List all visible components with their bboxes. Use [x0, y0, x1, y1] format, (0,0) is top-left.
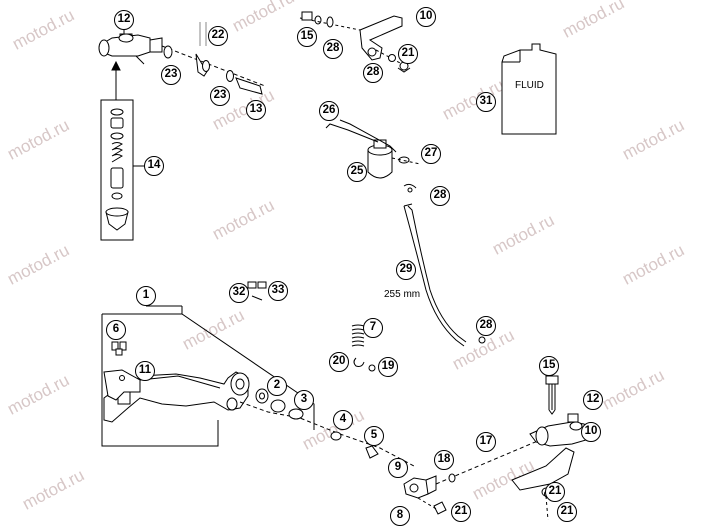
callout-27[interactable]: 27	[421, 144, 441, 164]
callout-6[interactable]: 6	[106, 320, 126, 340]
callout-8[interactable]: 8	[390, 506, 410, 526]
callout-15-top[interactable]: 15	[297, 27, 317, 47]
fluid-bottle	[501, 43, 557, 135]
callout-13[interactable]: 13	[246, 100, 266, 120]
callout-2[interactable]: 2	[267, 376, 287, 396]
callout-12-top[interactable]: 12	[114, 10, 134, 30]
brake-hose	[407, 205, 467, 343]
callout-29[interactable]: 29	[396, 260, 416, 280]
bolt-top	[301, 11, 334, 28]
small-bolts	[111, 341, 127, 356]
axis-line	[161, 45, 266, 87]
callout-4[interactable]: 4	[333, 410, 353, 430]
callout-18[interactable]: 18	[434, 450, 454, 470]
callout-33[interactable]: 33	[268, 281, 288, 301]
callout-20[interactable]: 20	[329, 352, 349, 372]
rebuild-kit-parts	[105, 108, 129, 231]
callout-10-top[interactable]: 10	[416, 7, 436, 27]
callout-21-bottom[interactable]: 21	[451, 502, 471, 522]
callout-15-lower[interactable]: 15	[539, 356, 559, 376]
callout-23-right[interactable]: 23	[210, 86, 230, 106]
arrow-head	[111, 60, 121, 71]
master-cylinder-top	[98, 33, 163, 65]
callout-28-upper[interactable]: 28	[363, 63, 383, 83]
callout-17[interactable]: 17	[476, 432, 496, 452]
pivot-parts	[255, 388, 379, 459]
callout-5[interactable]: 5	[364, 426, 384, 446]
callout-21-top[interactable]: 21	[398, 44, 418, 64]
callout-21-lower-right-a[interactable]: 21	[545, 482, 565, 502]
callout-28-hose-end[interactable]: 28	[476, 316, 496, 336]
pedal-tip-mount	[103, 369, 141, 401]
bracket-top	[359, 15, 403, 61]
callout-14[interactable]: 14	[144, 156, 164, 176]
bellows-parts	[163, 45, 263, 95]
bottom-nut	[433, 501, 447, 515]
callout-23-left[interactable]: 23	[161, 65, 181, 85]
callout-21-lower-right-b[interactable]: 21	[557, 502, 577, 522]
clevis	[403, 475, 437, 499]
fluid-label: FLUID	[515, 80, 544, 91]
callout-32[interactable]: 32	[229, 283, 249, 303]
callout-3[interactable]: 3	[294, 390, 314, 410]
hose-length-label: 255 mm	[384, 289, 421, 300]
bolt-lower	[545, 375, 559, 415]
reservoir	[325, 119, 421, 179]
callout-31[interactable]: 31	[476, 92, 496, 112]
callout-26[interactable]: 26	[319, 101, 339, 121]
callout-1[interactable]: 1	[136, 286, 156, 306]
callout-19[interactable]: 19	[378, 357, 398, 377]
master-cylinder-lower	[529, 413, 591, 447]
small-spacers	[247, 281, 267, 301]
callout-25[interactable]: 25	[347, 162, 367, 182]
pedal-kit-frame	[101, 313, 315, 447]
callout-9[interactable]: 9	[388, 458, 408, 478]
callout-11[interactable]: 11	[135, 361, 155, 381]
locknut	[448, 473, 456, 483]
hose-clamp	[403, 183, 417, 193]
callout-7[interactable]: 7	[363, 318, 383, 338]
spring-and-clip	[351, 324, 376, 372]
callout-22[interactable]: 22	[208, 26, 228, 46]
callout-28-clamp[interactable]: 28	[430, 186, 450, 206]
callout-28-top[interactable]: 28	[323, 39, 343, 59]
callout-12-lower[interactable]: 12	[583, 390, 603, 410]
callout-10-lower[interactable]: 10	[581, 422, 601, 442]
axis-line	[239, 401, 415, 467]
